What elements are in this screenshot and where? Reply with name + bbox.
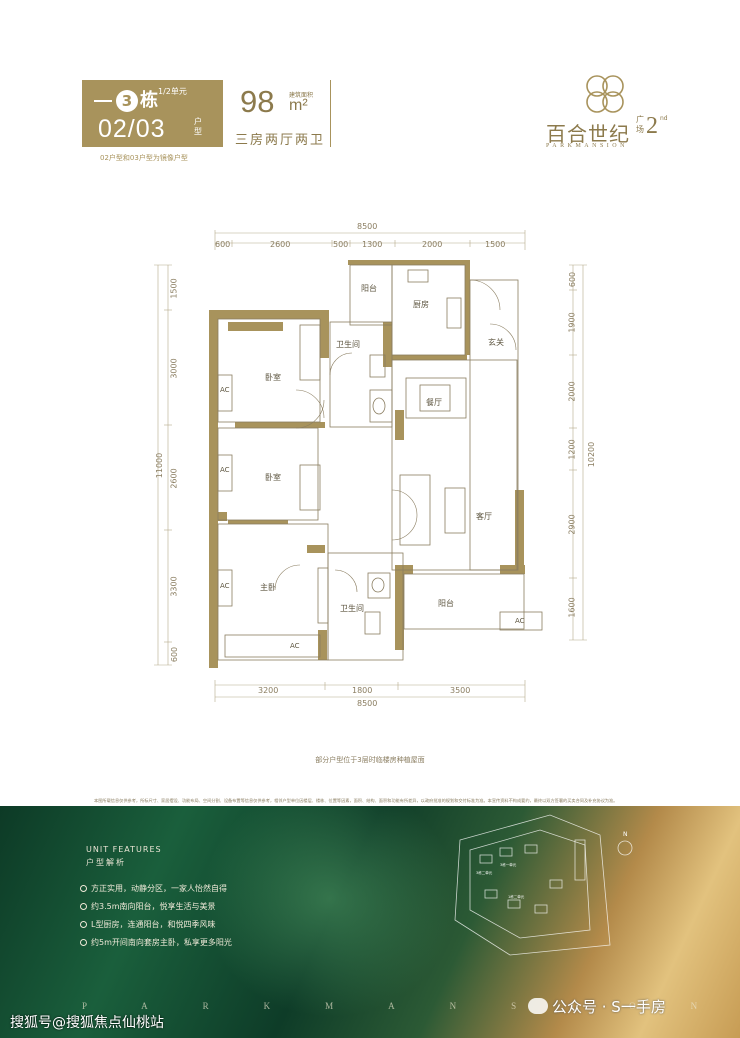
- dim-left-5: 600: [170, 646, 180, 663]
- dim-left-3: 2600: [169, 468, 179, 489]
- room-entrance: 玄关: [488, 338, 504, 347]
- logo-emblem-icon: [586, 75, 624, 113]
- features-title-en: UNIT FEATURES: [86, 845, 162, 854]
- dim-top-2: 2600: [270, 240, 291, 249]
- unit-note: 02户型和03户型为镜像户型: [100, 154, 188, 162]
- band-english: PARKMANSION: [82, 1001, 740, 1011]
- feature-item: 约3.5m南向阳台，悦享生活与美景: [80, 898, 232, 916]
- area-unit: m²: [289, 97, 308, 114]
- logo-number: 2: [646, 113, 658, 139]
- room-balcony-bottom: 阳台: [438, 599, 454, 608]
- room-master: 主卧: [260, 583, 276, 592]
- dim-top-5: 2000: [422, 240, 443, 249]
- room-bedroom-1: 卧室: [265, 373, 281, 382]
- bullet-icon: [80, 921, 87, 928]
- dim-right-total: 10200: [587, 441, 597, 468]
- dim-top-3: 500: [333, 240, 349, 249]
- dim-left-4: 3300: [169, 576, 179, 597]
- bullet-icon: [80, 939, 87, 946]
- room-bath-top: 卫生间: [336, 340, 360, 349]
- area-tag: 建筑面积: [289, 92, 314, 99]
- feature-item: 约5m开间南向套房主卧，私享更多阳光: [80, 934, 232, 952]
- area-value: 98: [240, 84, 275, 119]
- dim-right-4: 1200: [567, 439, 577, 460]
- feature-item: L型厨房，连通阳台，和悦四季风味: [80, 916, 232, 934]
- dim-right-3: 2000: [567, 381, 577, 402]
- feature-band: [0, 806, 740, 1038]
- logo-name: 百合世纪: [546, 122, 630, 146]
- dim-left-1: 1500: [169, 278, 179, 299]
- plan-note: 部分户型位于3层时临楼房种植屋面: [315, 756, 425, 764]
- watermark-left: 搜狐号@搜狐焦点仙桃站: [10, 1015, 164, 1031]
- bullet-icon: [80, 885, 87, 892]
- dim-top-6: 1500: [485, 240, 506, 249]
- features-title-cn: 户型解析: [86, 858, 126, 867]
- ac-label-4: AC: [290, 642, 300, 650]
- dim-top-1: 600: [215, 240, 231, 249]
- room-dining: 餐厅: [426, 398, 442, 407]
- building-number: 3: [116, 90, 138, 112]
- unit-code: 02/03: [98, 115, 166, 143]
- dim-bottom-2: 1800: [352, 686, 373, 695]
- logo-english: PARKMANSION: [546, 143, 628, 149]
- ac-label-5: AC: [515, 617, 525, 625]
- feature-item: 方正实用，动静分区，一家人怡然自得: [80, 880, 232, 898]
- disclaimer: 本图所载信息仅供参考，所标尺寸、家居摆设、功能布局、空间分割、设备布置等信息仅供…: [94, 798, 618, 803]
- room-balcony-top: 阳台: [361, 284, 377, 293]
- north-label: N: [623, 831, 628, 838]
- dim-bottom-3: 3500: [450, 686, 471, 695]
- dim-bottom-1: 3200: [258, 686, 279, 695]
- dim-left-2: 3000: [169, 358, 179, 379]
- room-living: 客厅: [476, 512, 492, 521]
- features-list: 方正实用，动静分区，一家人怡然自得 约3.5m南向阳台，悦享生活与美景 L型厨房…: [80, 880, 232, 952]
- floor-plan-drawing: [154, 230, 587, 702]
- site-map: N 3栋二单元 3栋一单元 1栋二单元: [454, 814, 633, 956]
- dim-right-6: 1600: [567, 597, 577, 618]
- site-label-1: 3栋二单元: [476, 870, 493, 875]
- site-label-3: 1栋二单元: [508, 894, 525, 899]
- room-kitchen: 厨房: [413, 300, 429, 309]
- dim-top-4: 1300: [362, 240, 383, 249]
- ac-label-2: AC: [220, 466, 230, 474]
- wechat-icon: [528, 998, 548, 1014]
- dim-right-5: 2900: [567, 514, 577, 535]
- dim-top-total: 8500: [357, 222, 378, 231]
- dim-bottom-total: 8500: [357, 699, 378, 708]
- dim-right-1: 600: [568, 271, 578, 288]
- building-char: 栋: [140, 90, 158, 111]
- logo-sup: nd: [660, 115, 668, 122]
- building-units: 1/2单元: [158, 87, 187, 96]
- layout-text: 三房两厅两卫: [235, 133, 326, 148]
- site-label-2: 3栋一单元: [500, 862, 517, 867]
- room-bath-bottom: 卫生间: [340, 604, 364, 613]
- unit-suffix: 户型: [194, 117, 202, 136]
- band-swoosh: [180, 806, 480, 1038]
- dim-left-total: 11000: [155, 452, 165, 479]
- room-bedroom-2: 卧室: [265, 473, 281, 482]
- header-divider: [222, 80, 223, 147]
- dim-right-2: 1900: [567, 312, 577, 333]
- dash-decor: [94, 100, 112, 102]
- watermark-right: 公众号 · S一手房: [528, 996, 666, 1017]
- bullet-icon: [80, 903, 87, 910]
- header-divider-2: [330, 80, 331, 147]
- logo-suffix: 广场: [636, 115, 644, 134]
- ac-label-3: AC: [220, 582, 230, 590]
- ac-label-1: AC: [220, 386, 230, 394]
